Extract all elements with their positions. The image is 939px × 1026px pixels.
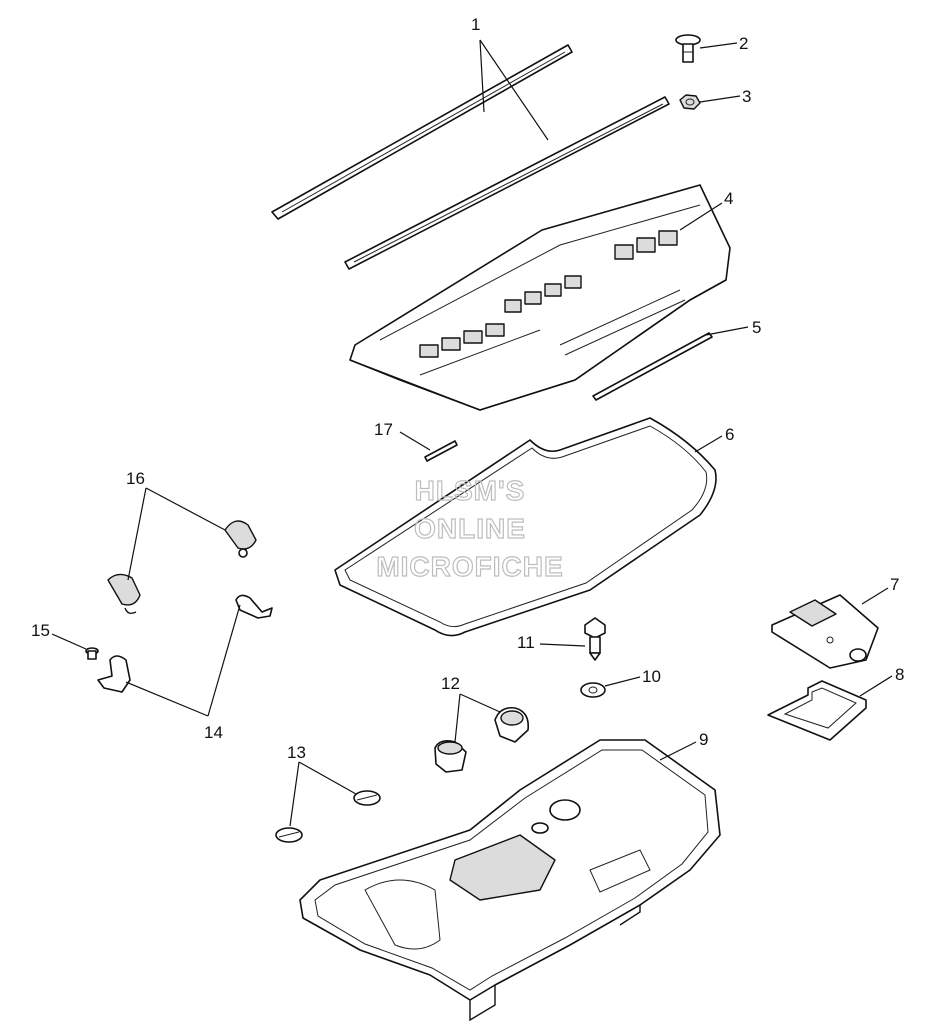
leader-13b	[298, 761, 357, 795]
callout-10: 10	[642, 667, 661, 686]
watermark-line-2: ONLINE	[414, 513, 526, 544]
leader-9	[659, 741, 697, 761]
part-11-bolt	[584, 617, 606, 661]
leader-1b	[479, 39, 549, 141]
callouts: 1 2 3 4 5 6 7 8 9 10 11 12 13 14 15 16 1…	[31, 15, 904, 762]
part-8-bracket	[767, 680, 867, 741]
part-1-strip-lower	[344, 96, 670, 270]
part-14-hook-lower	[97, 655, 131, 693]
leader-2	[699, 42, 738, 49]
callout-3: 3	[742, 87, 751, 106]
console-buttons-left	[419, 323, 505, 358]
part-12-cap-upper	[494, 706, 530, 743]
callout-13: 13	[287, 743, 306, 762]
part-16-latch-lower	[107, 573, 141, 615]
leader-10	[604, 676, 641, 687]
console-buttons-center	[504, 275, 582, 313]
part-10-washer	[580, 682, 606, 698]
callout-12: 12	[441, 674, 460, 693]
leader-13a	[289, 761, 300, 827]
callout-9: 9	[699, 730, 708, 749]
part-4-console-tray	[349, 184, 731, 411]
part-9-storage-bin	[299, 739, 721, 1022]
callout-6: 6	[725, 425, 734, 444]
leader-11	[539, 643, 586, 647]
callout-7: 7	[890, 575, 899, 594]
part-7-module	[771, 594, 879, 669]
leader-12a	[454, 693, 461, 743]
leader-5	[705, 326, 749, 336]
part-13-plug-upper	[353, 790, 381, 806]
part-2-screw	[675, 34, 701, 63]
leader-12b	[459, 693, 501, 713]
watermark-line-1: HLSM'S	[415, 475, 526, 506]
leader-17	[399, 431, 431, 451]
leader-8	[859, 675, 893, 697]
part-5-rod	[592, 332, 713, 401]
leader-14a	[207, 604, 241, 717]
part-1-strip-upper	[271, 44, 573, 220]
callout-2: 2	[739, 34, 748, 53]
part-6-gasket	[334, 417, 717, 637]
part-15-screw	[85, 647, 99, 660]
watermark: HLSM'S ONLINE MICROFICHE	[376, 474, 564, 582]
leader-14b	[125, 681, 209, 717]
callout-17: 17	[374, 420, 393, 439]
part-17-pin	[424, 440, 458, 462]
leader-3	[699, 95, 741, 103]
callout-14: 14	[204, 723, 223, 742]
leader-lines	[51, 39, 893, 827]
callout-16: 16	[126, 469, 145, 488]
part-13-plug-lower	[275, 827, 303, 843]
leader-16b	[127, 487, 147, 581]
part-14-hook-upper	[235, 594, 273, 619]
part-3-nut	[679, 94, 701, 110]
leader-16a	[145, 487, 226, 531]
watermark-line-3: MICROFICHE	[376, 551, 563, 582]
callout-1: 1	[471, 15, 480, 34]
leader-7	[861, 587, 889, 605]
callout-4: 4	[724, 189, 733, 208]
callout-8: 8	[895, 665, 904, 684]
leader-1a	[479, 39, 485, 113]
callout-15: 15	[31, 621, 50, 640]
callout-5: 5	[752, 318, 761, 337]
part-12-cap-lower	[434, 740, 467, 773]
leader-4	[679, 202, 723, 231]
part-16-latch-upper	[224, 520, 257, 558]
leader-15	[51, 633, 87, 650]
leader-6	[694, 435, 723, 453]
callout-11: 11	[517, 633, 535, 652]
console-buttons-right	[614, 230, 678, 260]
